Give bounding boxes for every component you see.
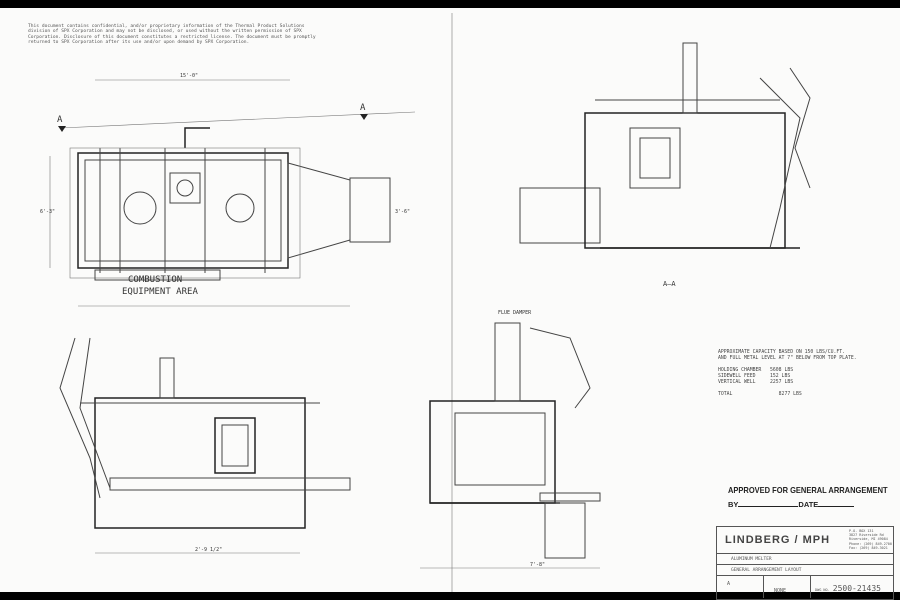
capacity-value: 5608 LBS bbox=[770, 368, 794, 373]
capacity-row: HOLDING CHAMBER 5608 LBS bbox=[718, 368, 857, 374]
capacity-value: 152 LBS bbox=[770, 374, 791, 379]
drawing-subtitle: GENERAL ARRANGEMENT LAYOUT bbox=[717, 565, 893, 576]
dim-side: 6'-3" bbox=[40, 209, 55, 215]
company-address: P.O. BOX 131 3827 Riverside Rd Riverside… bbox=[849, 529, 892, 550]
capacity-line-1: APPROXIMATE CAPACITY BASED ON 150 LBS/CU… bbox=[718, 350, 846, 355]
dim-right: 3'-6" bbox=[395, 209, 410, 215]
drawing-sheet: This document contains confidential, and… bbox=[0, 8, 900, 600]
combustion-label: COMBUSTION bbox=[128, 275, 182, 285]
capacity-line-2: AND FULL METAL LEVEL AT 7" BELOW FROM TO… bbox=[718, 356, 857, 361]
confidentiality-notes: This document contains confidential, and… bbox=[28, 24, 316, 46]
section-mark-left: A bbox=[57, 115, 63, 125]
section-arrow-left bbox=[58, 126, 66, 132]
capacity-row: VERTICAL WELL 2257 LBS bbox=[718, 380, 857, 386]
company-logo: LINDBERG / MPH bbox=[725, 534, 831, 546]
revision: A bbox=[717, 576, 764, 598]
side-elevation: FLUE DAMPER 7'-8" bbox=[420, 310, 601, 569]
capacity-row: SIDEWELL FEED 152 LBS bbox=[718, 374, 857, 380]
total-label: TOTAL bbox=[718, 392, 733, 397]
drawing-number-label: DWG NO. bbox=[815, 588, 830, 592]
capacity-label: HOLDING CHAMBER bbox=[718, 368, 762, 373]
title-block: LINDBERG / MPH P.O. BOX 131 3827 Riversi… bbox=[716, 526, 894, 600]
approval-signature-line: BY DATE bbox=[728, 500, 855, 509]
date-label: DATE bbox=[798, 500, 819, 509]
equipment-area-label: EQUIPMENT AREA bbox=[122, 287, 198, 297]
section-arrow-right bbox=[360, 114, 368, 120]
front-elevation: 2'-9 1/2" bbox=[59, 337, 351, 554]
section-mark-right: A bbox=[360, 103, 366, 113]
scale: NONE bbox=[764, 576, 811, 598]
capacity-total: TOTAL 8277 LBS bbox=[718, 392, 857, 398]
plan-view: A A 15'-0" 6'-3" 3'-6" COMBUSTION EQUIPM… bbox=[40, 73, 416, 307]
by-label: BY bbox=[728, 500, 739, 509]
drawing-number: 2500-21435 bbox=[832, 584, 881, 593]
capacity-label: VERTICAL WELL bbox=[718, 380, 756, 385]
capacity-notes: APPROXIMATE CAPACITY BASED ON 150 LBS/CU… bbox=[718, 350, 857, 398]
dim-top: 15'-0" bbox=[180, 73, 198, 79]
dim-bottom-2: 7'-8" bbox=[530, 562, 545, 568]
dim-bottom-1: 2'-9 1/2" bbox=[195, 547, 222, 553]
capacity-label: SIDEWELL FEED bbox=[718, 374, 756, 379]
engineering-drawing: A A 15'-0" 6'-3" 3'-6" COMBUSTION EQUIPM… bbox=[40, 13, 811, 592]
total-value: 8277 LBS bbox=[778, 392, 802, 397]
approval-title: APPROVED FOR GENERAL ARRANGEMENT bbox=[728, 485, 888, 496]
drawing-title: ALUMINUM MELTER bbox=[717, 554, 893, 565]
section-line bbox=[59, 111, 416, 129]
flue-damper-label: FLUE DAMPER bbox=[498, 310, 532, 316]
section-label: A—A bbox=[663, 280, 676, 288]
section-view-a-a: A—A bbox=[519, 42, 811, 288]
capacity-value: 2257 LBS bbox=[770, 380, 794, 385]
